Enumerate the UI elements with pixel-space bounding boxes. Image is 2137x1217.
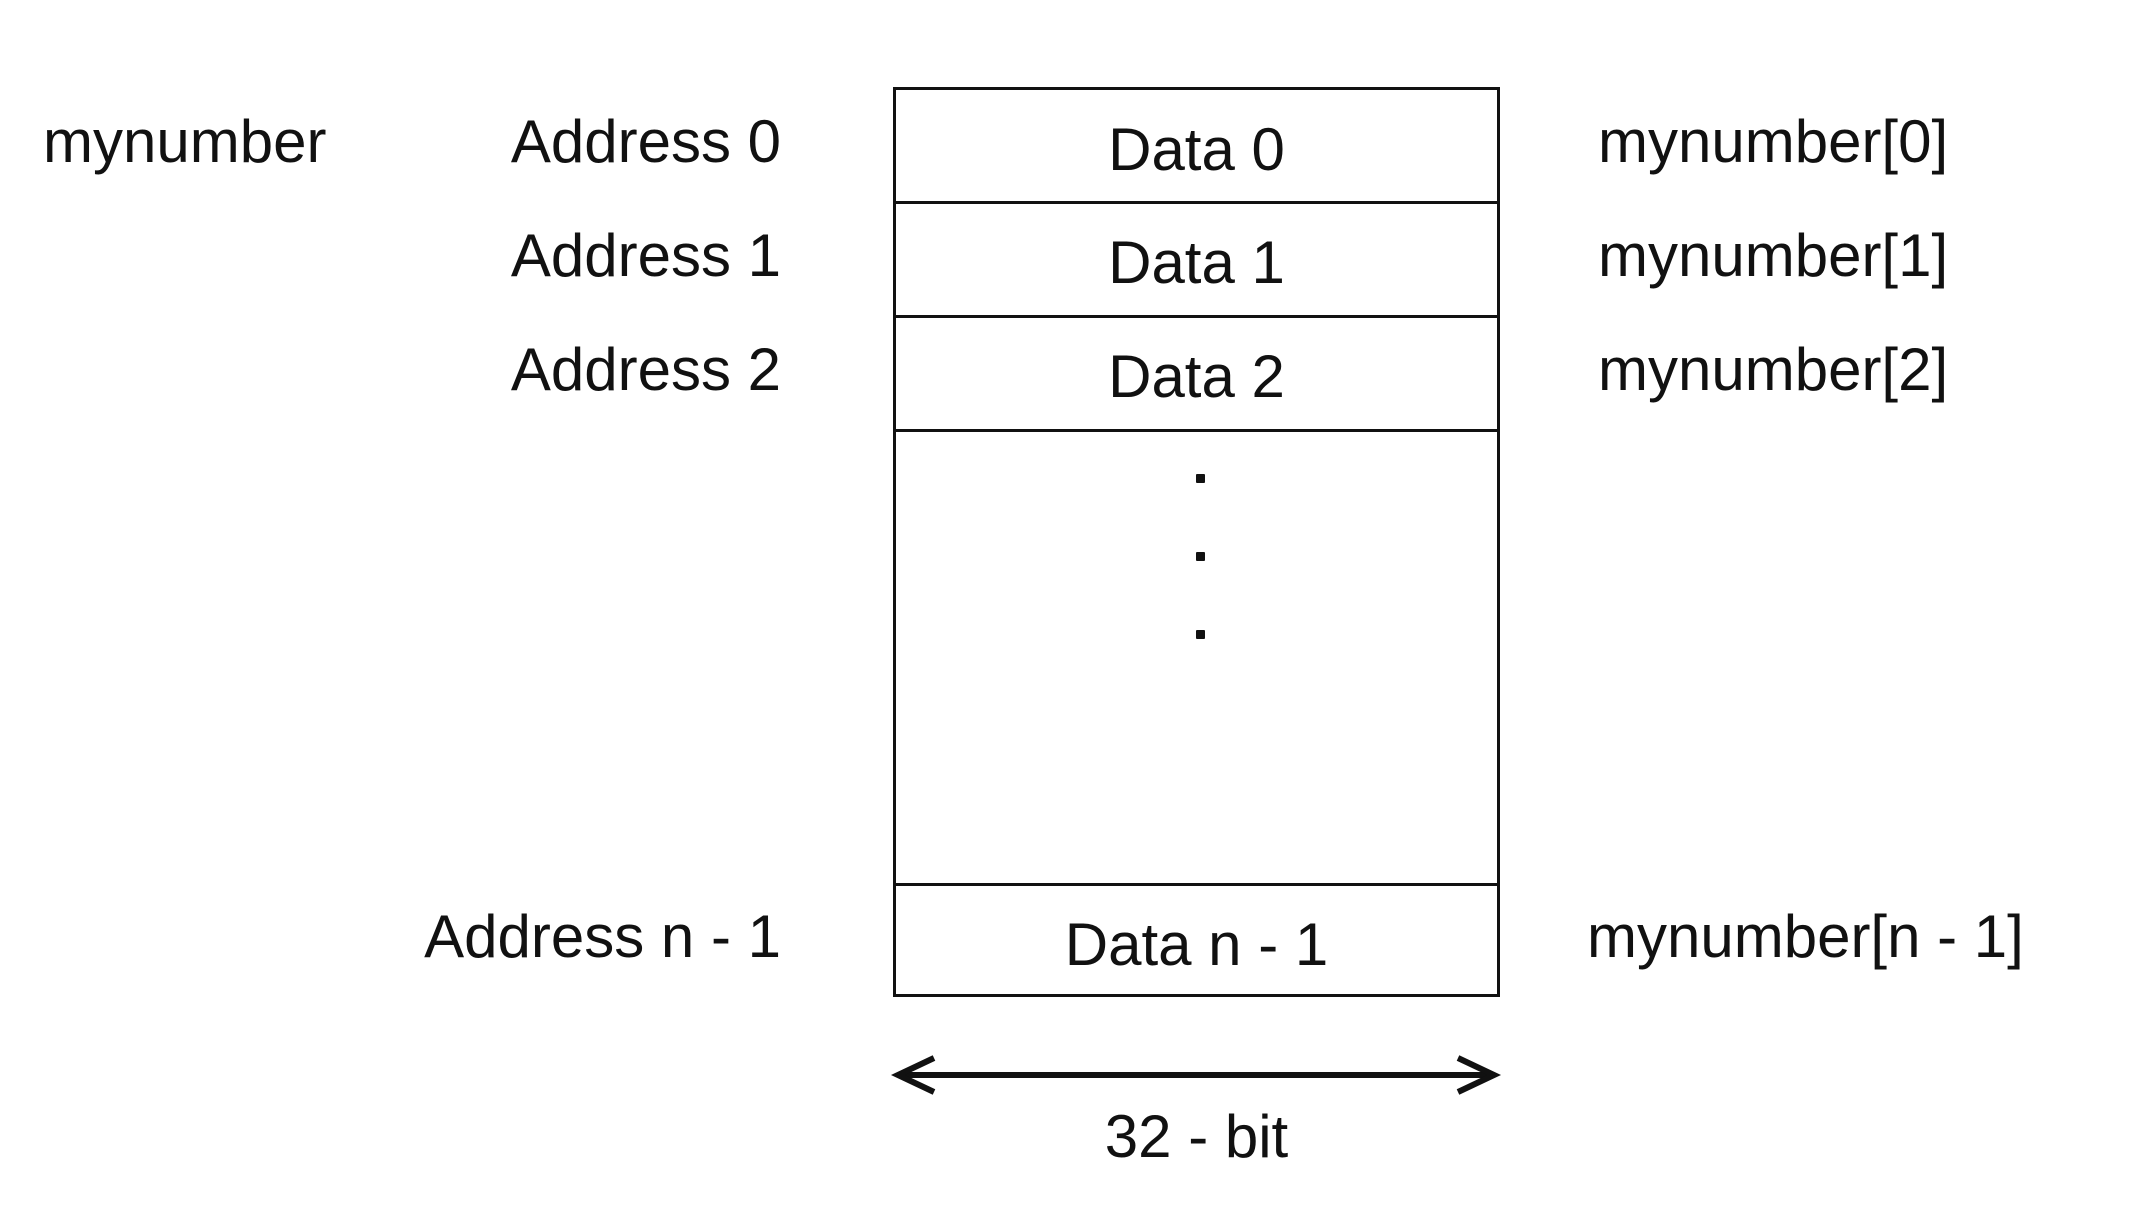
address-label-0: Address 0 xyxy=(510,108,781,175)
address-label-1: Address 1 xyxy=(510,222,781,289)
index-label-1: mynumber[1] xyxy=(1598,222,1949,289)
right-arrowhead-icon xyxy=(1456,1055,1502,1095)
index-label-0: mynumber[0] xyxy=(1598,108,1949,175)
memory-cell-0: Data 0 xyxy=(896,90,1497,201)
ellipsis-dot xyxy=(1196,630,1205,639)
cell-data-label: Data 0 xyxy=(1108,116,1285,183)
cell-divider xyxy=(896,201,1497,204)
memory-block: Data 0 Data 1 Data 2 Data n - 1 xyxy=(893,87,1500,997)
width-label: 32 - bit xyxy=(1104,1103,1289,1170)
cell-divider xyxy=(896,883,1497,886)
index-label-last: mynumber[n - 1] xyxy=(1587,903,2024,970)
cell-data-label: Data n - 1 xyxy=(1064,911,1329,978)
memory-cell-2: Data 2 xyxy=(896,318,1497,429)
cell-data-label: Data 1 xyxy=(1108,229,1285,296)
ellipsis-region xyxy=(896,432,1497,882)
address-label-last: Address n - 1 xyxy=(424,903,781,970)
array-variable-label: mynumber xyxy=(43,108,327,175)
ellipsis-dot xyxy=(1196,474,1205,483)
left-arrowhead-icon xyxy=(890,1055,936,1095)
address-label-2: Address 2 xyxy=(510,336,781,403)
cell-data-label: Data 2 xyxy=(1108,343,1285,410)
memory-cell-1: Data 1 xyxy=(896,204,1497,315)
width-arrow xyxy=(890,1055,1502,1095)
memory-cell-last: Data n - 1 xyxy=(896,886,1497,997)
ellipsis-dot xyxy=(1196,552,1205,561)
index-label-2: mynumber[2] xyxy=(1598,336,1949,403)
cell-divider xyxy=(896,315,1497,318)
cell-divider xyxy=(896,429,1497,432)
